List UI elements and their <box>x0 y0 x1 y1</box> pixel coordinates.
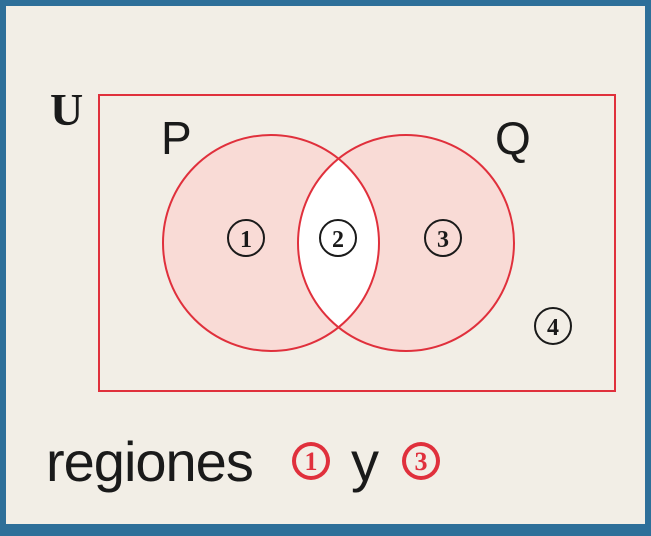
region-2-marker: 2 <box>319 219 357 257</box>
set-p-circle <box>162 134 380 352</box>
caption-region-3: 3 <box>402 442 440 480</box>
region-2-number: 2 <box>332 227 344 253</box>
set-q-label: Q <box>495 112 531 164</box>
region-3-number: 3 <box>437 227 449 253</box>
caption-region-1-number: 1 <box>305 447 318 476</box>
caption-connector: y <box>351 430 379 493</box>
universe-label: U <box>50 84 83 135</box>
set-q-circle <box>297 134 515 352</box>
venn-diagram: U P Q 1 2 3 4 regiones 1 y 3 <box>46 84 616 493</box>
region-1-marker: 1 <box>227 219 265 257</box>
region-4-marker: 4 <box>534 307 572 345</box>
caption-region-3-number: 3 <box>415 447 428 476</box>
universe-rect <box>98 94 616 392</box>
region-4-number: 4 <box>547 315 559 341</box>
caption-region-1: 1 <box>292 442 330 480</box>
caption-prefix: regiones <box>46 430 253 493</box>
set-p-label: P <box>161 112 192 164</box>
intersection-blank <box>298 135 379 351</box>
region-1-number: 1 <box>240 227 252 253</box>
region-3-marker: 3 <box>424 219 462 257</box>
